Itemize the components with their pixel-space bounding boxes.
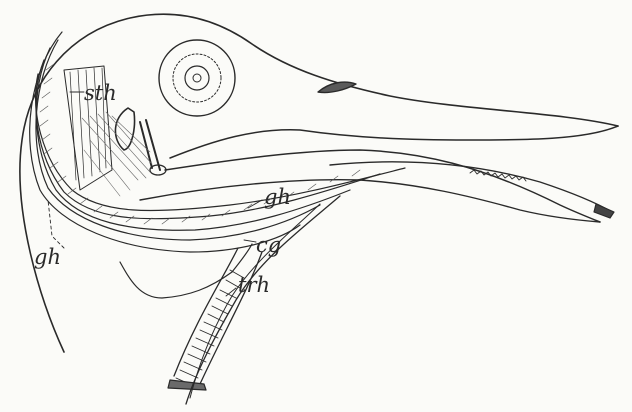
trachea-outer-right [200,252,262,384]
tongue [330,162,612,212]
trachea-rings [176,270,244,386]
label-sth: sth [84,81,117,105]
trachea-base [168,380,206,390]
nostril [318,82,356,92]
label-cg: cg [256,233,281,257]
neck-front [186,196,340,404]
upper-beak [170,126,618,158]
label-gh-lower: gh [34,245,61,269]
label-trh: trh [238,273,270,297]
hyoid-loop [120,262,232,298]
label-leaders [48,92,262,296]
eye [159,40,235,116]
label-gh-upper: gh [264,185,291,209]
tongue-tip [594,204,614,218]
